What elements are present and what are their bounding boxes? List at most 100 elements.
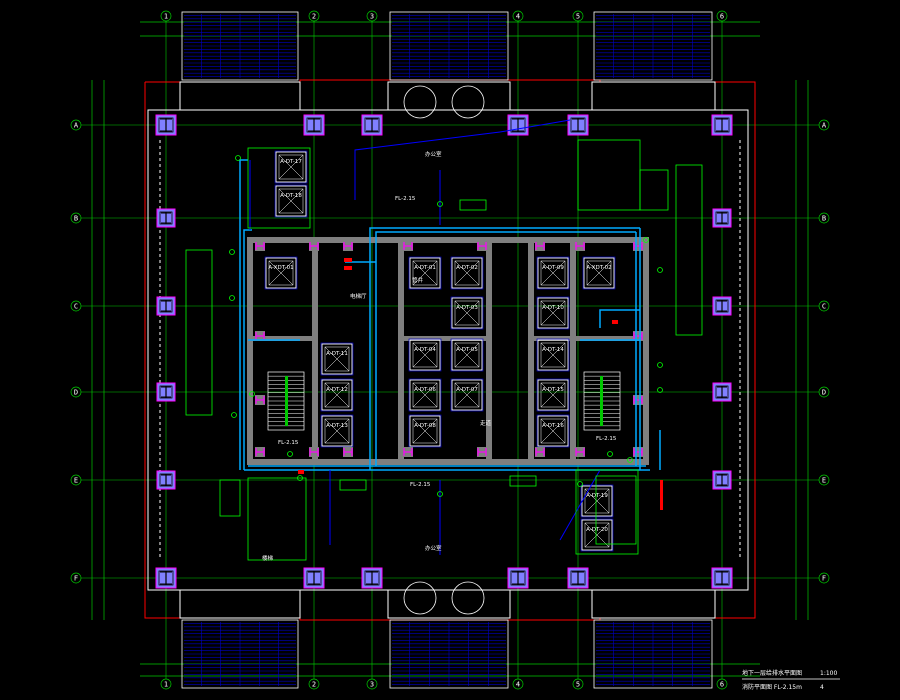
exterior-walls xyxy=(147,81,749,619)
room-label-shaft: 管井 xyxy=(412,276,424,284)
elevator-shaft: A-DT-11 xyxy=(320,342,354,376)
elevator-label: A-DT-07 xyxy=(456,387,478,393)
core-column xyxy=(255,447,265,457)
room-label-office-south: 办公室 xyxy=(425,544,442,552)
core-column xyxy=(633,395,643,405)
annotation-boxes xyxy=(185,139,703,561)
elevator-shaft: A-DT-14 xyxy=(536,338,570,372)
room-label-corridor: 走道 xyxy=(480,419,492,427)
core-column xyxy=(255,241,265,251)
valve-symbol xyxy=(229,295,235,301)
valve-symbol xyxy=(657,387,663,393)
elevator-shaft: A-DT-04 xyxy=(408,338,442,372)
valve-symbol xyxy=(577,481,583,487)
grid-label: 2 xyxy=(312,681,316,689)
core-column xyxy=(477,241,487,251)
core-column xyxy=(255,331,265,341)
grid-label: F xyxy=(822,575,826,583)
structural-column xyxy=(712,382,732,402)
structural-column xyxy=(712,208,732,228)
structural-columns xyxy=(155,114,733,589)
elevator-label: A-DT-03 xyxy=(456,305,478,311)
grid-bubble xyxy=(716,678,728,690)
grid-bubble xyxy=(818,300,830,312)
grid-bubble xyxy=(70,572,82,584)
grid-label: 4 xyxy=(516,681,520,689)
core-column xyxy=(403,447,413,457)
elevator-label: A-DT-13 xyxy=(326,423,348,429)
elevator-label: A-DT-11 xyxy=(326,351,348,357)
grid-label: 1 xyxy=(164,681,168,689)
core-column xyxy=(535,241,545,251)
elevator-label: A-DT-12 xyxy=(326,387,348,393)
structural-column xyxy=(712,296,732,316)
structural-column xyxy=(156,382,176,402)
room-labels: 办公室 办公室 走道 电梯厅 楼梯 管井 xyxy=(262,150,492,562)
grid-label: A xyxy=(822,122,827,130)
elevator-label: A-DT-18 xyxy=(280,193,302,199)
grid-label: E xyxy=(74,477,78,485)
grid-label: 6 xyxy=(720,681,724,689)
balcony-areas xyxy=(181,11,713,689)
core-column xyxy=(535,447,545,457)
grid-bubble xyxy=(160,678,172,690)
core-column xyxy=(575,241,585,251)
structural-column xyxy=(507,114,529,136)
core-column xyxy=(309,241,319,251)
grid-bubble xyxy=(818,119,830,131)
elevator-shaft: A-DT-03 xyxy=(450,296,484,330)
grid-bubble xyxy=(70,212,82,224)
valve-symbol xyxy=(287,451,293,457)
elevator-shaft: A-DT-08 xyxy=(408,414,442,448)
elevator-shaft: A-DT-09 xyxy=(536,256,570,290)
balcony-outline xyxy=(389,11,509,81)
structural-column xyxy=(567,114,589,136)
valve-symbols xyxy=(229,155,663,497)
elevator-label: A-DT-09 xyxy=(542,265,564,271)
balcony-outline xyxy=(593,11,713,81)
elevator-shaft: A-XDT-02 xyxy=(582,256,616,290)
structural-column xyxy=(711,567,733,589)
elevator-shaft: A-XDT-01 xyxy=(264,256,298,290)
grid-bubble xyxy=(70,474,82,486)
valve-symbol xyxy=(657,362,663,368)
elevation-tag: FL-2.15 xyxy=(410,482,431,488)
elevator-shaft: A-DT-15 xyxy=(536,378,570,412)
elevator-label: A-DT-05 xyxy=(456,347,478,353)
grid-label: 6 xyxy=(720,13,724,21)
structural-column xyxy=(712,470,732,490)
valve-symbol xyxy=(297,475,303,481)
valve-symbol xyxy=(657,267,663,273)
room-label-lobby: 电梯厅 xyxy=(350,292,367,300)
grid-label: C xyxy=(74,303,78,311)
structural-column xyxy=(507,567,529,589)
core-column xyxy=(575,447,585,457)
core-column xyxy=(343,241,353,251)
elevator-shaft: A-DT-18 xyxy=(274,184,308,218)
grid-label: F xyxy=(74,575,78,583)
grid-label: D xyxy=(74,389,78,397)
elevator-label: A-DT-16 xyxy=(542,423,564,429)
valve-symbol xyxy=(437,491,443,497)
grid-bubble xyxy=(308,678,320,690)
structural-column xyxy=(303,114,325,136)
elevator-shaft: A-DT-16 xyxy=(536,414,570,448)
grid-bubble xyxy=(818,212,830,224)
valve-symbol xyxy=(627,457,633,463)
structural-column xyxy=(156,296,176,316)
grid-label: D xyxy=(822,389,826,397)
elevator-label: A-DT-04 xyxy=(414,347,436,353)
balcony-outline xyxy=(593,619,713,689)
elevator-shaft: A-DT-17 xyxy=(274,150,308,184)
valve-marks xyxy=(298,258,663,510)
grid-bubble xyxy=(308,10,320,22)
core-column xyxy=(255,395,265,405)
structural-column xyxy=(711,114,733,136)
valve-symbol xyxy=(607,451,613,457)
grid-bubble xyxy=(70,119,82,131)
elevator-label: A-DT-08 xyxy=(414,423,436,429)
valve-symbol xyxy=(235,155,241,161)
valve-symbol xyxy=(229,249,235,255)
core-columns xyxy=(255,241,643,457)
